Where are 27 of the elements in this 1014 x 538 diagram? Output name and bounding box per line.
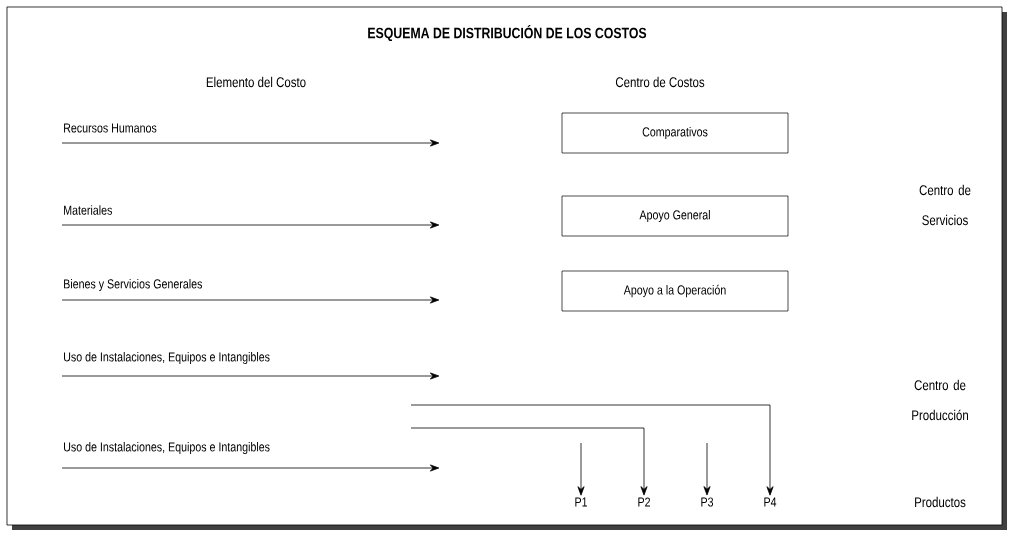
arrow [410,404,774,496]
cost-element-label: Bienes y Servicios Generales [64,278,202,292]
arrow [410,427,648,496]
cost-center-box: Comparativos [561,112,789,154]
arrow [61,372,440,380]
group-label: Centro de Servicios [919,184,971,226]
product-label: P4 [764,497,777,507]
arrow [703,442,711,496]
arrow [61,221,440,229]
cost-center-box: Apoyo a la Operación [561,270,789,312]
cost-element-label: Uso de Instalaciones, Equipos e Intangibles [64,351,270,365]
cost-center-box: Apoyo General [561,195,789,237]
cost-element-label: Recursos Humanos [64,123,157,133]
arrow [61,139,440,147]
cost-element-label: Uso de Instalaciones, Equipos e Intangibles [64,441,270,455]
arrow [61,464,440,472]
product-label: P3 [701,497,714,507]
arrow [577,442,585,496]
group-label: Centro de Producción [912,379,968,421]
column-heading: Centro de Costos [615,76,705,88]
title: ESQUEMA DE DISTRIBUCIÓN DE LOS COSTOS [368,24,647,42]
column-heading: Elemento del Costo [206,76,306,88]
product-label: P1 [575,497,587,507]
product-label: P2 [638,497,650,507]
cost-element-label: Materiales [64,205,112,215]
arrow [61,296,440,304]
group-label: Productos [915,496,966,508]
